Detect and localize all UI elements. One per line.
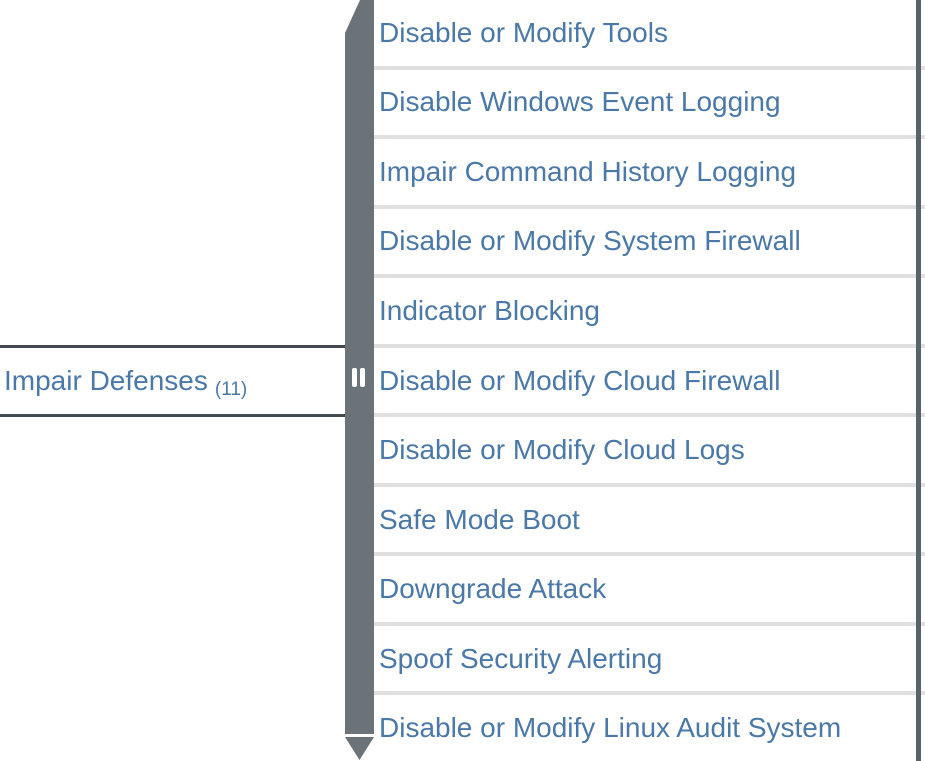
subtechnique-row: Downgrade Attack (374, 552, 925, 622)
subtechnique-row: Disable or Modify Linux Audit System (374, 691, 925, 761)
subtechnique-link[interactable]: Disable Windows Event Logging (379, 86, 781, 118)
subtechnique-row: Disable or Modify Cloud Firewall (374, 343, 925, 414)
technique-link-impair-defenses[interactable]: Impair Defenses (11) (4, 365, 247, 400)
pause-icon-bar (360, 368, 365, 387)
subtechnique-count-badge: (11) (214, 379, 248, 400)
subtechnique-row: Spoof Security Alerting (374, 621, 925, 692)
subtechnique-link[interactable]: Disable or Modify Cloud Firewall (379, 364, 781, 396)
pause-icon (352, 368, 365, 387)
bar-notch-divider (345, 734, 374, 737)
subtechnique-link[interactable]: Disable or Modify Cloud Logs (379, 434, 745, 466)
technique-cell-impair-defenses[interactable]: Impair Defenses (11) (0, 345, 345, 417)
adjacent-column-border (916, 0, 921, 761)
subtechnique-link[interactable]: Disable or Modify Linux Audit System (379, 712, 842, 744)
subtechnique-link[interactable]: Indicator Blocking (379, 294, 601, 326)
pause-icon-bar (352, 368, 357, 387)
subtechnique-row: Safe Mode Boot (374, 482, 925, 553)
subtechnique-link[interactable]: Impair Command History Logging (379, 155, 797, 187)
subtechniques-expander-bar[interactable] (345, 0, 374, 760)
subtechnique-row: Disable or Modify Tools (374, 0, 925, 66)
subtechnique-row: Disable or Modify System Firewall (374, 204, 925, 275)
subtechnique-link[interactable]: Downgrade Attack (379, 573, 607, 605)
subtechnique-link[interactable]: Spoof Security Alerting (379, 642, 663, 674)
technique-name: Impair Defenses (4, 365, 208, 396)
subtechnique-row: Disable or Modify Cloud Logs (374, 413, 925, 483)
subtechnique-row: Disable Windows Event Logging (374, 65, 925, 136)
subtechnique-link[interactable]: Disable or Modify Tools (379, 16, 668, 48)
subtechnique-row: Indicator Blocking (374, 274, 925, 344)
subtechnique-link[interactable]: Safe Mode Boot (379, 503, 580, 535)
subtechnique-link[interactable]: Disable or Modify System Firewall (379, 225, 801, 257)
subtechnique-row: Impair Command History Logging (374, 135, 925, 205)
subtechniques-list: Disable or Modify Tools Disable Windows … (374, 0, 925, 761)
